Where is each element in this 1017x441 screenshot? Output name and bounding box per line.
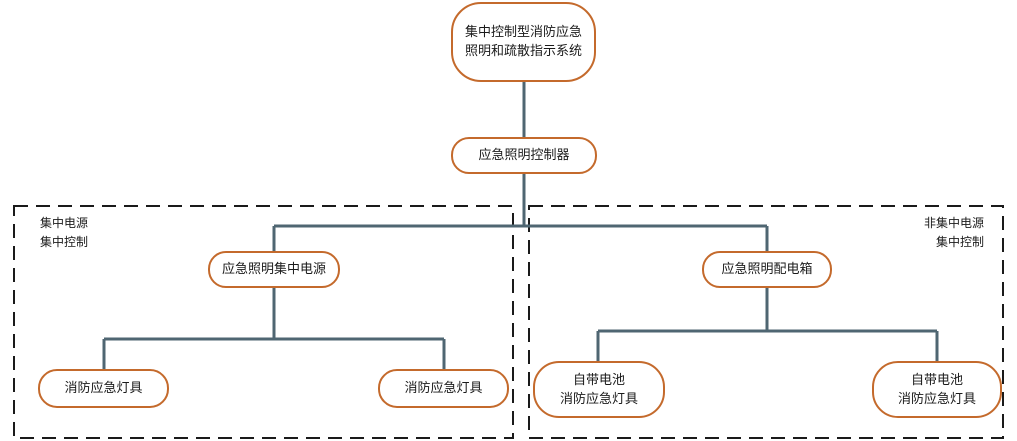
left-hub-node-label: 应急照明集中电源	[221, 262, 326, 277]
controller-node: 应急照明控制器	[451, 137, 597, 174]
right-lamp-node-2-line2: 消防应急灯具	[897, 391, 976, 407]
right-lamp-node-2-line1: 自带电池	[910, 372, 963, 388]
right-lamp-node-1-line1: 自带电池	[572, 372, 625, 388]
root-node: 集中控制型消防应急 照明和疏散指示系统	[451, 2, 596, 82]
left-region-label: 集中电源 集中控制	[40, 214, 88, 252]
right-lamp-node-1: 自带电池 消防应急灯具	[533, 361, 665, 418]
left-lamp-node-2: 消防应急灯具	[378, 369, 509, 408]
connector-group	[102, 82, 939, 370]
left-region-label-line2: 集中控制	[40, 235, 89, 249]
left-region-label-line1: 集中电源	[40, 216, 89, 230]
controller-node-label: 应急照明控制器	[478, 148, 570, 163]
left-lamp-node-2-label: 消防应急灯具	[404, 381, 483, 396]
right-hub-node-label: 应急照明配电箱	[721, 262, 813, 277]
left-hub-node: 应急照明集中电源	[208, 251, 340, 288]
right-lamp-node-2: 自带电池 消防应急灯具	[872, 361, 1002, 418]
root-node-line1: 集中控制型消防应急	[464, 25, 582, 40]
left-lamp-node-1-label: 消防应急灯具	[64, 381, 143, 396]
right-lamp-node-1-line2: 消防应急灯具	[559, 391, 638, 407]
right-region-label: 非集中电源 集中控制	[924, 214, 984, 252]
right-region-label-line2: 集中控制	[936, 235, 985, 249]
root-node-line2: 照明和疏散指示系统	[464, 44, 582, 59]
right-region-label-line1: 非集中电源	[924, 216, 985, 230]
left-lamp-node-1: 消防应急灯具	[38, 369, 169, 408]
right-hub-node: 应急照明配电箱	[702, 251, 832, 288]
left-region-box	[13, 205, 514, 439]
